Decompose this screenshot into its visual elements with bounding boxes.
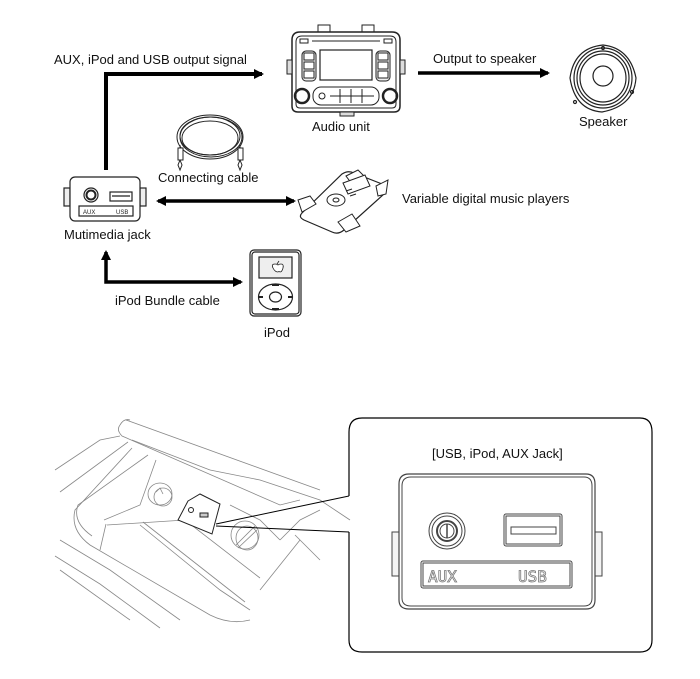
top-jack-usb-label: USB — [116, 210, 128, 216]
arrow-output-signal — [104, 69, 264, 170]
multimedia-jack-icon — [63, 176, 147, 222]
label-connecting-cable: Connecting cable — [158, 170, 259, 185]
inset-usb-label: USB — [518, 567, 547, 586]
label-multimedia-jack: Mutimedia jack — [64, 227, 151, 242]
label-audio-unit: Audio unit — [312, 119, 370, 134]
label-speaker: Speaker — [579, 114, 628, 129]
label-music-players: Variable digital music players — [402, 191, 570, 206]
console-jack-icon — [177, 493, 221, 535]
inset-jack-icon — [391, 473, 603, 610]
label-output-to-speaker: Output to speaker — [433, 51, 537, 66]
music-player-icon — [297, 169, 389, 234]
speaker-icon — [569, 44, 637, 113]
label-ipod: iPod — [264, 325, 291, 340]
console-illustration — [54, 419, 351, 629]
top-jack-aux-label: AUX — [83, 210, 95, 216]
callout-leader-lines — [215, 495, 350, 533]
inset-title: [USB, iPod, AUX Jack] — [432, 446, 563, 461]
arrow-ipod-bundle-cable — [101, 250, 243, 287]
ipod-icon — [249, 249, 302, 317]
label-output-signal: AUX, iPod and USB output signal — [54, 52, 247, 67]
audio-unit-icon — [286, 24, 406, 117]
connecting-cable-icon — [176, 114, 244, 172]
inset-frame — [348, 417, 653, 653]
label-ipod-bundle-cable: iPod Bundle cable — [115, 293, 220, 308]
inset-aux-label: AUX — [428, 567, 457, 586]
